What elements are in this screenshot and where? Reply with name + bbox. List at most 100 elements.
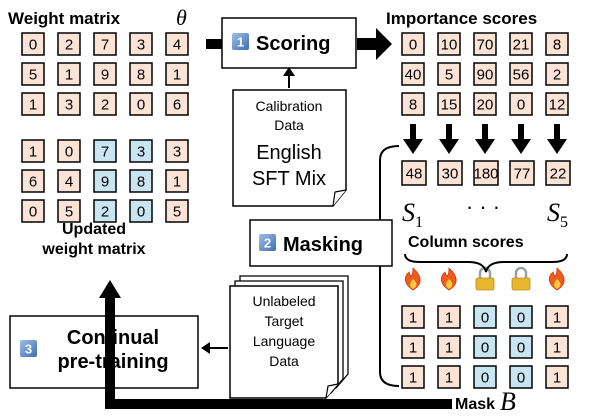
mask-cell-box (437, 305, 461, 329)
weight-cell: 0 (129, 92, 153, 116)
mask-cell-box (509, 365, 533, 389)
mask-cell-box (437, 335, 461, 359)
importance-cell-value: 10 (441, 37, 458, 54)
importance-cell: 56 (509, 62, 533, 86)
importance-cell: 90 (473, 62, 497, 86)
arrow-scoring-head (376, 28, 392, 60)
mask-cell-box (509, 335, 533, 359)
importance-cell-box (509, 92, 533, 116)
mask-cell-value: 1 (445, 370, 453, 387)
unlabeled-documents (229, 275, 349, 399)
importance-cell: 0 (401, 32, 425, 56)
updated-weight-cell: 5 (57, 199, 81, 223)
weight-cell-value: 2 (101, 97, 109, 114)
down-arrow-head (511, 139, 531, 154)
importance-cell: 15 (437, 92, 461, 116)
importance-cell-value: 70 (477, 37, 494, 54)
importance-cell-box (509, 32, 533, 56)
step-2-badge (259, 234, 276, 251)
mask-cell-value: 1 (445, 340, 453, 357)
weight-cell-value: 1 (173, 67, 181, 84)
importance-cell-box (437, 92, 461, 116)
updated-line1: Updated (62, 221, 126, 238)
importance-cell-box (473, 92, 497, 116)
weight-cell-value: 2 (65, 37, 73, 54)
mask-return-head (99, 280, 121, 298)
importance-cell-box (545, 92, 569, 116)
weight-cell-value: 7 (101, 37, 109, 54)
column-score-value: 77 (514, 166, 531, 183)
weight-cell-box (165, 92, 189, 116)
masking-label: Masking (283, 234, 363, 256)
down-arrow-shaft (554, 124, 560, 140)
column-score-cell: 30 (437, 160, 463, 186)
mask-cell-value: 1 (409, 370, 417, 387)
calibration-page-curl (332, 189, 347, 207)
importance-cell-value: 15 (441, 97, 458, 114)
mask-cell-value: 0 (481, 310, 489, 327)
arrow-data-head (201, 342, 210, 354)
mask-label: Mask (455, 396, 495, 413)
updated-weight-cell-box (165, 169, 189, 193)
updated-weight-cell: 3 (165, 139, 189, 163)
mask-cell: 0 (509, 335, 533, 359)
fire-icon (440, 267, 457, 291)
weight-cell-box (129, 32, 153, 56)
updated-weight-cell-value: 1 (173, 174, 181, 191)
column-score-value: 30 (442, 166, 459, 183)
column-scores-brace (404, 253, 568, 273)
updated-weight-cell-box (93, 139, 117, 163)
mask-cell-value: 1 (553, 310, 561, 327)
importance-cell: 8 (545, 32, 569, 56)
weight-cell-value: 9 (101, 67, 109, 84)
updated-weight-cell-value: 0 (29, 204, 37, 221)
weight-cell: 1 (165, 62, 189, 86)
weight-cell-box (93, 32, 117, 56)
importance-cell: 2 (545, 62, 569, 86)
importance-cell-box (401, 62, 425, 86)
mask-cell: 1 (401, 365, 425, 389)
weight-cell: 9 (93, 62, 117, 86)
weight-cell-box (129, 92, 153, 116)
importance-cell-box (437, 62, 461, 86)
updated-weight-cell-value: 8 (137, 174, 145, 191)
importance-to-score-arrows (403, 124, 567, 154)
weight-cell: 6 (165, 92, 189, 116)
updated-weight-cell-value: 4 (65, 174, 73, 191)
step-1-badge (232, 33, 249, 50)
mask-icons (404, 266, 565, 291)
down-arrow-head (475, 139, 495, 154)
importance-cell: 70 (473, 32, 497, 56)
updated-weight-cell-box (21, 199, 45, 223)
column-score-box (473, 160, 499, 186)
mask-cell-value: 1 (409, 310, 417, 327)
mask-cell: 1 (545, 335, 569, 359)
updated-weight-cell: 0 (57, 139, 81, 163)
weight-cell-box (21, 62, 45, 86)
importance-cell-box (473, 62, 497, 86)
pretraining-box (9, 315, 199, 389)
importance-cell-value: 0 (409, 37, 417, 54)
lock-icon (511, 266, 531, 291)
updated-weight-cell-box (129, 199, 153, 223)
updated-weight-cell-box (165, 199, 189, 223)
importance-cell-value: 56 (513, 67, 530, 84)
updated-weight-cell-box (165, 139, 189, 163)
weight-cell: 5 (21, 62, 45, 86)
importance-cell-value: 40 (405, 67, 422, 84)
mask-cell: 0 (473, 305, 497, 329)
mask-cell-value: 0 (481, 340, 489, 357)
updated-weight-cell-box (21, 139, 45, 163)
updated-weight-cell: 1 (21, 139, 45, 163)
updated-weight-cell-value: 1 (29, 144, 37, 161)
importance-cell-value: 20 (477, 97, 494, 114)
fire-icon (404, 267, 421, 291)
updated-weight-cell-box (129, 139, 153, 163)
weight-cell-box (21, 92, 45, 116)
weight-cell: 0 (21, 32, 45, 56)
weight-cell-box (93, 62, 117, 86)
updated-weight-cell-value: 3 (137, 144, 145, 161)
column-score-value: 180 (473, 166, 498, 183)
